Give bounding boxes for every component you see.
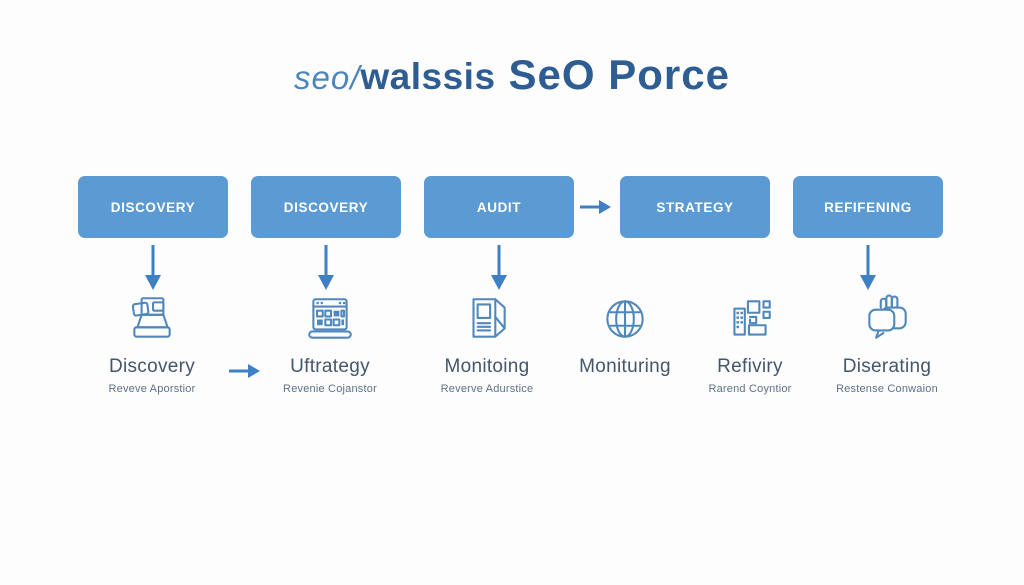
process-box-label: DISCOVERY bbox=[283, 199, 369, 215]
process-box-discovery-1: DISCOVERY bbox=[78, 176, 228, 238]
step-sublabel: Rarend Coyntior bbox=[708, 383, 792, 395]
hand-chat-icon bbox=[868, 294, 907, 339]
arrow-down-icon bbox=[860, 245, 876, 290]
pos-device-icon bbox=[131, 297, 171, 338]
arrow-right-icon bbox=[580, 200, 611, 214]
step-label: Discovery bbox=[108, 356, 196, 377]
globe-icon bbox=[606, 300, 644, 338]
title-main: SeO Porce bbox=[508, 51, 730, 98]
page-title: seo/walssis SeO Porce bbox=[0, 44, 1024, 106]
arrow-down-icon bbox=[491, 245, 507, 290]
step-sublabel: Reverve Adurstice bbox=[440, 383, 534, 395]
step-diserating: Diserating Restense Conwaion bbox=[812, 292, 962, 396]
blocks-icon bbox=[733, 300, 771, 336]
title-prefix: seo/ bbox=[294, 59, 361, 96]
step-label: Monituring bbox=[579, 356, 671, 377]
process-box-strategy: STRATEGY bbox=[620, 176, 770, 238]
process-box-label: REFIFENING bbox=[824, 199, 912, 215]
arrow-down-icon bbox=[318, 245, 334, 290]
process-box-audit: AUDIT bbox=[424, 176, 574, 238]
step-sublabel: Reveve Aporstior bbox=[108, 383, 196, 395]
step-discovery: Discovery Reveve Aporstior bbox=[77, 292, 227, 396]
document-icon bbox=[472, 298, 506, 338]
process-box-refifening: REFIFENING bbox=[793, 176, 943, 238]
step-sublabel: Revenie Cojanstor bbox=[283, 383, 377, 395]
step-label: Diserating bbox=[842, 356, 932, 377]
step-uftrategy: Uftrategy Revenie Cojanstor bbox=[255, 292, 405, 396]
arrow-down-icon bbox=[145, 245, 161, 290]
step-label: Monitoing bbox=[444, 356, 530, 377]
process-box-label: STRATEGY bbox=[656, 199, 734, 215]
arrow-right-icon bbox=[229, 364, 260, 378]
step-label: Uftrategy bbox=[290, 356, 370, 377]
step-sublabel: Restense Conwaion bbox=[836, 383, 938, 395]
title-brand: walssis bbox=[360, 56, 496, 97]
process-box-label: AUDIT bbox=[476, 199, 522, 215]
laptop-dashboard-icon bbox=[308, 298, 352, 339]
step-label: Refiviry bbox=[717, 356, 783, 377]
step-monituring: Monituring bbox=[550, 292, 700, 396]
step-monitoing: Monitoing Reverve Adurstice bbox=[412, 292, 562, 396]
process-box-discovery-2: DISCOVERY bbox=[251, 176, 401, 238]
process-box-label: DISCOVERY bbox=[110, 199, 196, 215]
step-refiviry: Refiviry Rarend Coyntior bbox=[675, 292, 825, 396]
